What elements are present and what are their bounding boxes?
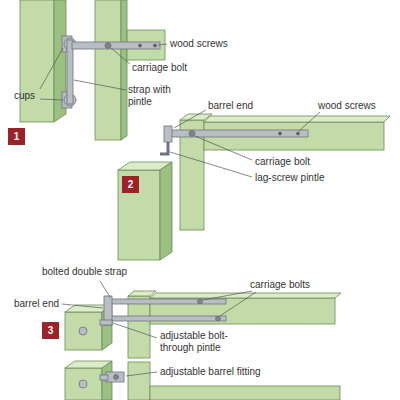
callout-number: 2 (122, 176, 139, 193)
callout-text: 3 (48, 325, 54, 337)
part-label: adjustable bolt-through pintle (160, 330, 248, 354)
part-label: barrel end (14, 298, 59, 310)
callout-text: 1 (14, 131, 20, 143)
part-label: carriage bolts (250, 279, 310, 291)
part-label: barrel end (208, 100, 253, 112)
callout-text: 2 (128, 179, 134, 191)
part-label: strap with pintle (128, 84, 190, 108)
leader-lines (40, 44, 320, 376)
part-label: cups (14, 90, 35, 102)
callout-number: 3 (42, 322, 59, 339)
part-label: bolted double strap (42, 266, 127, 278)
part-label: adjustable barrel fitting (160, 366, 261, 378)
part-label: lag-screw pintle (255, 172, 324, 184)
part-label: wood screws (170, 38, 228, 50)
part-label: wood screws (318, 100, 376, 112)
part-label: carriage bolt (255, 156, 310, 168)
callout-number: 1 (8, 128, 25, 145)
part-label: carriage bolt (132, 62, 187, 74)
